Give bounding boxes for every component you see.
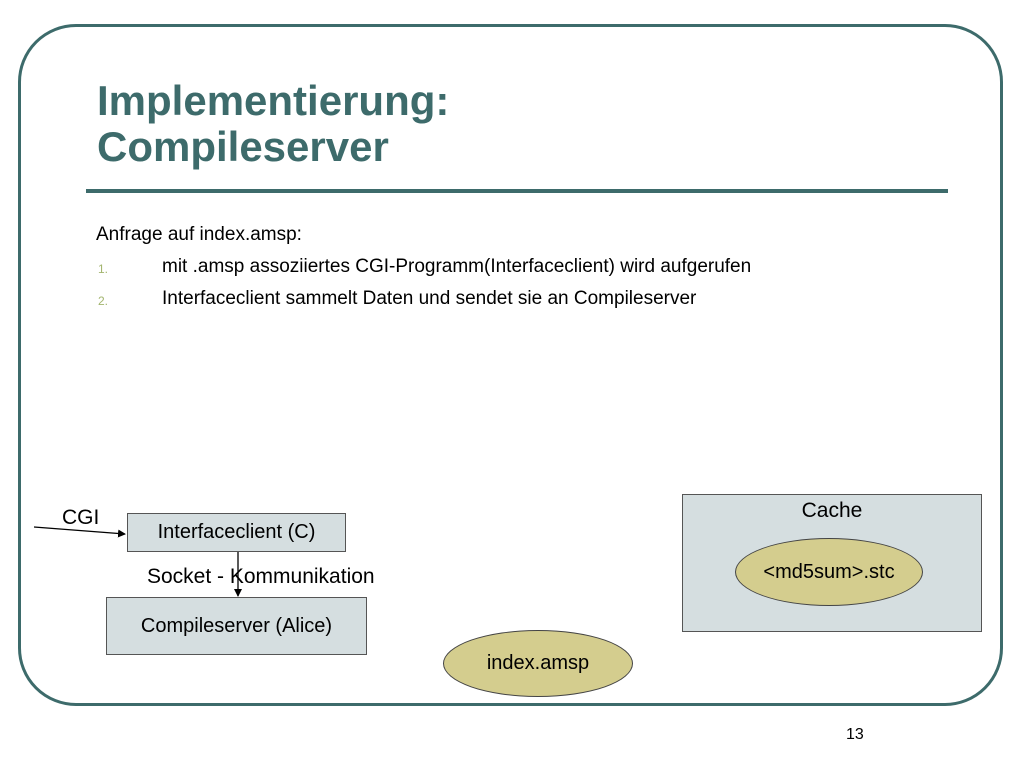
page-number: 13 — [846, 726, 864, 743]
cache-title: Cache — [801, 499, 863, 522]
title-divider — [86, 189, 948, 193]
interfaceclient-box: Interfaceclient (C) — [127, 513, 346, 552]
list-number: 1. — [98, 262, 109, 276]
title-line-2: Compileserver — [97, 123, 389, 170]
compileserver-box: Compileserver (Alice) — [106, 597, 367, 655]
list-text: Interfaceclient sammelt Daten und sendet… — [162, 288, 697, 309]
cache-file-ellipse: <md5sum>.stc — [735, 538, 923, 606]
index-file-ellipse: index.amsp — [443, 630, 633, 697]
slide-frame — [18, 24, 1003, 706]
slide-title: Implementierung: Compileserver — [97, 78, 449, 170]
title-line-1: Implementierung: — [97, 77, 450, 124]
list-number: 2. — [98, 294, 109, 308]
cgi-label: CGI — [62, 506, 100, 529]
list-text: mit .amsp assoziiertes CGI-Programm(Inte… — [162, 256, 752, 277]
lead-text: Anfrage auf index.amsp: — [96, 224, 302, 245]
socket-label: Socket - Kommunikation — [147, 565, 375, 588]
